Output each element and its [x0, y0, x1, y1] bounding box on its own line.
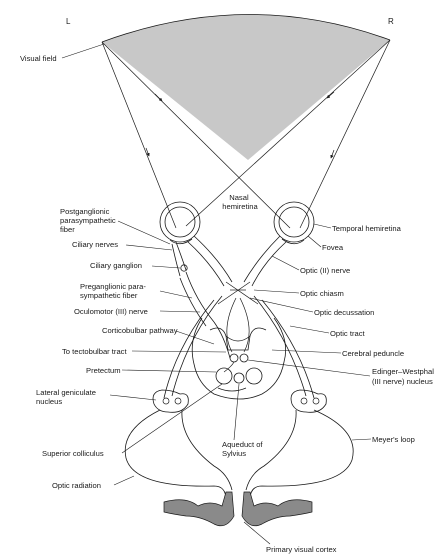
label-ciliary-nerves: Ciliary nerves	[72, 240, 118, 249]
label-primary-visual-cortex: Primary visual cortex	[266, 545, 337, 554]
visual-field-shaded-region	[102, 14, 390, 160]
ray-arrow	[330, 149, 335, 159]
leader-aqueduct	[233, 383, 240, 441]
leader-optic-nerve	[271, 255, 300, 271]
label-optic-nerve: Optic (II) nerve	[300, 266, 350, 275]
label-edinger-westphal-line: Edinger–Westphal	[372, 367, 434, 376]
label-optic-radiation: Optic radiation	[52, 481, 101, 490]
leader-optic-radiation	[113, 475, 135, 486]
left-eye	[159, 201, 201, 245]
midbrain	[191, 317, 287, 400]
leader-lateral-geniculate	[109, 394, 157, 401]
label-nasal-hemiretina-line: hemiretina	[222, 202, 258, 211]
optic-nerves	[187, 235, 287, 287]
label-edinger-westphal: Edinger–Westphal (III nerve) nucleus	[372, 367, 436, 386]
label-corticobulbar: Corticobulbar pathway	[102, 326, 178, 335]
leader-pretectum	[121, 369, 217, 373]
ciliary-ganglion-node	[180, 264, 188, 272]
edinger-westphal-nucleus	[229, 353, 239, 363]
optic-chiasm	[217, 281, 259, 305]
leader-temporal-hemiretina	[313, 223, 332, 229]
visual-cortex-left	[163, 491, 235, 527]
leader-fovea	[307, 235, 322, 248]
label-optic-tract: Optic tract	[330, 329, 365, 338]
aqueduct-circle	[233, 372, 245, 384]
visual-field-arc	[101, 14, 391, 43]
ray-arrow	[326, 91, 335, 99]
lateral-geniculate-left	[152, 389, 189, 413]
optic-tracts	[163, 295, 315, 399]
label-edinger-westphal-line: (III nerve) nucleus	[372, 377, 433, 386]
leader-meyers-loop	[351, 438, 372, 441]
visual-cortex-right	[241, 491, 313, 527]
ray-left-field-to-left-eye	[101, 41, 177, 229]
optic-radiations	[124, 409, 354, 501]
label-temporal-hemiretina: Temporal hemiretina	[332, 224, 402, 233]
leader-oculomotor-nerve	[159, 310, 201, 313]
label-postganglionic-line: fiber	[60, 225, 75, 234]
label-postganglionic: Postganglionic parasympathetic fiber	[60, 207, 118, 234]
leader-optic-decussation	[249, 297, 314, 313]
label-visual-field: Visual field	[20, 54, 57, 63]
label-cerebral-peduncle: Cerebral peduncle	[342, 349, 404, 358]
label-ciliary-ganglion: Ciliary ganglion	[90, 261, 142, 270]
edinger-westphal-nucleus	[239, 353, 249, 363]
label-lateral-geniculate-line: Lateral geniculate	[36, 388, 96, 397]
label-superior-colliculus: Superior colliculus	[42, 449, 104, 458]
label-tectobulbar: To tectobulbar tract	[62, 347, 127, 356]
label-optic-decussation: Optic decussation	[314, 308, 374, 317]
side-label-left: L	[66, 17, 71, 26]
label-preganglionic-line: Preganglionic para-	[80, 282, 146, 291]
label-preganglionic: Preganglionic para- sympathetic fiber	[80, 282, 148, 300]
label-oculomotor-nerve: Oculomotor (III) nerve	[74, 307, 148, 316]
ray-right-field-to-right-eye	[299, 39, 391, 229]
leader-primary-visual-cortex	[243, 521, 271, 545]
leader-cerebral-peduncle	[271, 349, 342, 354]
leader-superior-colliculus	[121, 383, 223, 454]
ray-arrow	[154, 93, 163, 102]
label-nasal-hemiretina: Nasal hemiretina	[222, 193, 258, 211]
side-label-right: R	[388, 17, 394, 26]
label-aqueduct: Aqueduct of Sylvius	[222, 440, 265, 458]
ray-left-field-to-right-eye	[101, 41, 291, 229]
label-lateral-geniculate-line: nucleus	[36, 397, 62, 406]
label-pretectum: Pretectum	[86, 366, 121, 375]
oculomotor-pathway	[171, 241, 231, 359]
superior-colliculus-nucleus	[245, 367, 263, 385]
leader-preganglionic	[159, 290, 193, 299]
leader-optic-tract	[289, 325, 330, 334]
leader-corticobulbar	[175, 330, 215, 345]
label-meyers-loop: Meyer's loop	[372, 435, 415, 444]
ray-right-field-to-left-eye	[185, 39, 391, 227]
label-optic-chiasm: Optic chiasm	[300, 289, 344, 298]
label-postganglionic-line: Postganglionic	[60, 207, 110, 216]
pretectum-nucleus	[215, 367, 233, 385]
leader-ciliary-nerves	[125, 244, 173, 251]
label-nasal-hemiretina-line: Nasal	[229, 193, 249, 202]
label-preganglionic-line: sympathetic fiber	[80, 291, 138, 300]
label-aqueduct-line: Sylvius	[222, 449, 246, 458]
leader-visual-field	[61, 43, 105, 59]
leader-ciliary-ganglion	[151, 265, 181, 269]
label-lateral-geniculate: Lateral geniculate nucleus	[36, 388, 98, 406]
leader-edinger-westphal	[247, 359, 371, 377]
visual-field	[101, 14, 391, 229]
primary-visual-cortex	[163, 491, 313, 527]
label-fovea: Fovea	[322, 243, 344, 252]
right-eye	[273, 201, 315, 245]
label-postganglionic-line: parasympathetic	[60, 216, 116, 225]
leader-tectobulbar	[131, 350, 227, 353]
ray-arrow	[145, 147, 150, 157]
label-aqueduct-line: Aqueduct of	[222, 440, 263, 449]
leader-optic-chiasm	[253, 289, 300, 294]
leader-postganglionic	[117, 220, 171, 245]
lateral-geniculate-right	[290, 389, 327, 413]
